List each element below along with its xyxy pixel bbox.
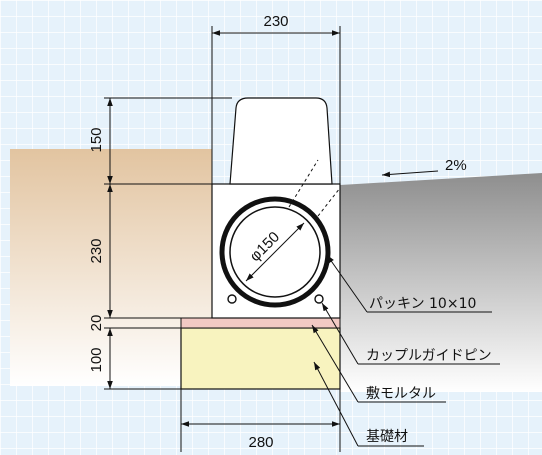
foundation-block xyxy=(180,327,341,390)
mortar-layer xyxy=(180,317,341,329)
bottom-width-label: 280 xyxy=(248,434,273,451)
box-height-label: 230 xyxy=(88,238,105,263)
mortar-height-label: 20 xyxy=(88,315,105,332)
cap-height-label: 150 xyxy=(88,127,105,152)
slope-arrow xyxy=(381,170,439,178)
diameter-line xyxy=(245,222,305,282)
guide-pin-label: カップルガイドピン xyxy=(366,348,492,364)
guide-pin-right xyxy=(314,294,324,304)
top-width-label: 230 xyxy=(263,13,288,30)
mortar-label: 敷モルタル xyxy=(366,386,436,402)
foundation-label: 基礎材 xyxy=(366,428,408,445)
pavement-area xyxy=(340,173,542,392)
guide-pin-leader xyxy=(321,302,359,365)
packing-label: パッキン 10×10 xyxy=(369,296,476,312)
foundation-leader xyxy=(313,361,359,447)
guide-pin-left xyxy=(227,294,237,304)
box-cap xyxy=(229,97,333,185)
mortar-leader xyxy=(311,324,359,403)
base-height-label: 100 xyxy=(88,347,105,372)
slope-label: 2% xyxy=(445,157,467,174)
packing-leader xyxy=(326,254,368,313)
